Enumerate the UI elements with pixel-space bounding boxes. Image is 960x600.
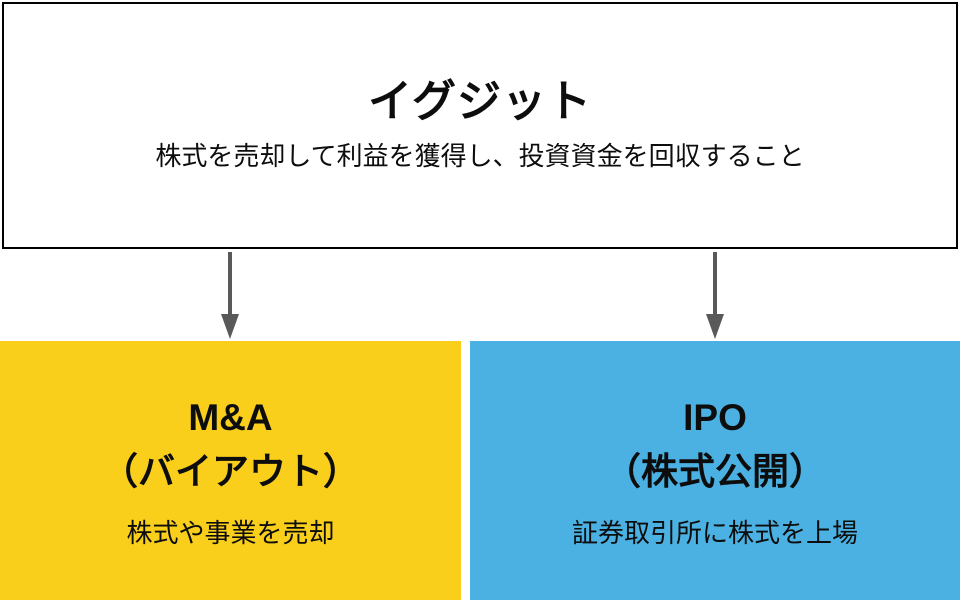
- root-box-exit: イグジット 株式を売却して利益を獲得し、投資資金を回収すること: [2, 2, 958, 249]
- branch-description-ma: 株式や事業を売却: [126, 518, 335, 549]
- branch-title-line2: （バイアウト）: [101, 450, 360, 492]
- branch-title-line1: M&A: [188, 397, 273, 438]
- branch-title-ipo: IPO （株式公開）: [604, 391, 826, 498]
- branch-title-line2: （株式公開）: [604, 450, 826, 492]
- branch-title-line1: IPO: [683, 397, 747, 438]
- branch-box-ma: M&A （バイアウト） 株式や事業を売却: [0, 341, 461, 600]
- branch-title-ma: M&A （バイアウト）: [101, 391, 360, 498]
- branch-description-ipo: 証券取引所に株式を上場: [571, 518, 858, 549]
- down-arrow-icon: [218, 252, 242, 340]
- root-description: 株式を売却して利益を獲得し、投資資金を回収すること: [155, 140, 805, 171]
- root-title: イグジット: [367, 77, 593, 127]
- branch-box-ipo: IPO （株式公開） 証券取引所に株式を上場: [470, 341, 960, 600]
- down-arrow-icon: [703, 252, 727, 340]
